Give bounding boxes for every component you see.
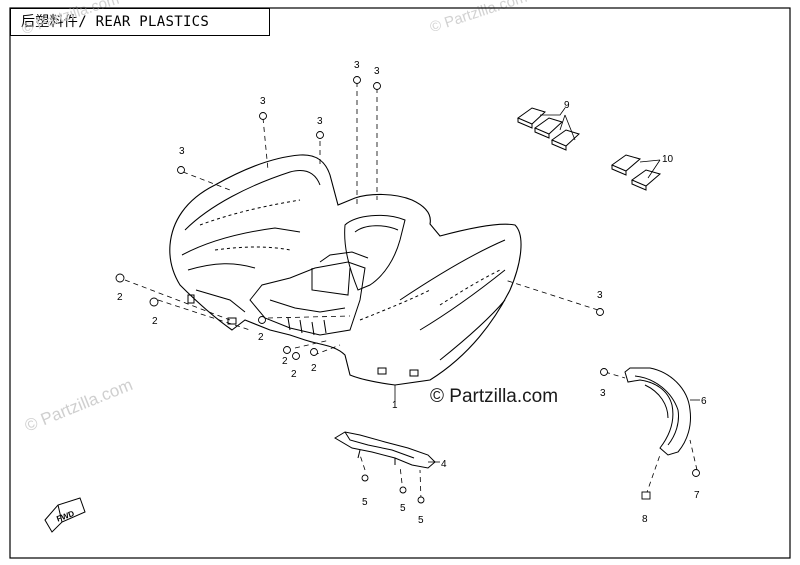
callout-6: 6 <box>701 396 707 407</box>
callout-3f: 3 <box>597 290 603 301</box>
fastener-2b <box>149 297 159 307</box>
fastener-3a <box>177 166 185 174</box>
pads-10 <box>610 154 662 191</box>
callout-3b: 3 <box>260 96 266 107</box>
leader-lines <box>124 82 698 501</box>
fastener-5a <box>361 474 369 482</box>
fwd-arrow <box>44 497 86 533</box>
fasteners <box>115 76 700 504</box>
callout-3d: 3 <box>354 60 360 71</box>
fastener-2e <box>292 352 300 360</box>
callout-5a: 5 <box>362 497 368 508</box>
bracket-4 <box>334 431 436 469</box>
fastener-5b <box>399 486 407 494</box>
fastener-3e <box>373 82 381 90</box>
callout-4: 4 <box>441 459 447 470</box>
callout-7: 7 <box>694 490 700 501</box>
callout-8: 8 <box>642 514 648 525</box>
callout-lines <box>394 107 700 463</box>
callout-10: 10 <box>662 154 674 165</box>
fastener-3d <box>353 76 361 84</box>
fastener-3f <box>596 308 604 316</box>
mudguard-6 <box>624 367 691 456</box>
callout-2d: 2 <box>282 356 288 367</box>
fastener-2f <box>310 348 318 356</box>
callout-2e: 2 <box>291 369 297 380</box>
watermark-center: © Partzilla.com <box>430 386 559 407</box>
callout-3a: 3 <box>179 146 185 157</box>
fwd-label: FWD <box>55 509 75 524</box>
fastener-7 <box>692 469 700 477</box>
fastener-2a <box>115 273 125 283</box>
rear-fender <box>169 154 522 386</box>
callout-labels: 1 2 2 2 2 2 2 3 3 3 3 3 3 3 4 5 5 5 6 7 … <box>117 60 707 526</box>
fastener-2d <box>283 346 291 354</box>
callout-3g: 3 <box>600 388 606 399</box>
callout-3e: 3 <box>374 66 380 77</box>
drawing-border <box>9 7 791 559</box>
callout-2f: 2 <box>311 363 317 374</box>
callout-1: 1 <box>392 400 398 411</box>
fastener-8 <box>641 491 651 500</box>
callout-2b: 2 <box>152 316 158 327</box>
callout-3c: 3 <box>317 116 323 127</box>
callout-2a: 2 <box>117 292 123 303</box>
fastener-3b <box>259 112 267 120</box>
pads-9 <box>516 107 580 151</box>
fastener-3g <box>600 368 608 376</box>
callout-5b: 5 <box>400 503 406 514</box>
callout-2c: 2 <box>258 332 264 343</box>
fastener-2c <box>258 316 266 324</box>
fastener-3c <box>316 131 324 139</box>
callout-9: 9 <box>564 100 570 111</box>
fastener-5c <box>417 496 425 504</box>
callout-5c: 5 <box>418 515 424 526</box>
